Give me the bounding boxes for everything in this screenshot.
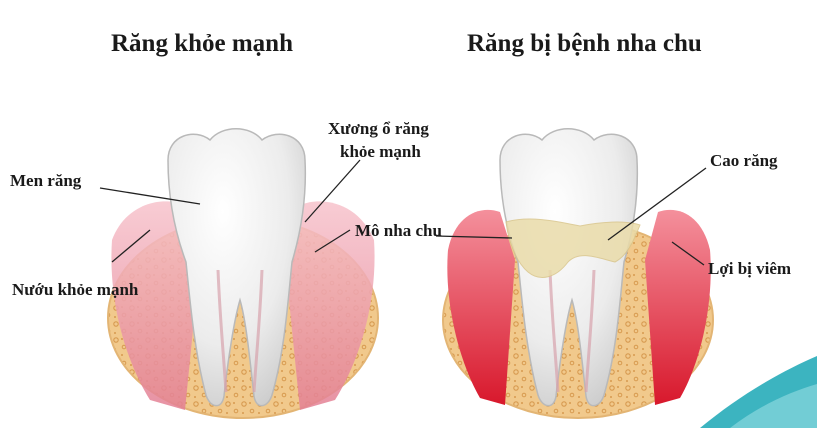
tartar-deposit xyxy=(505,218,641,278)
healthy-bone-label-line2: khỏe mạnh xyxy=(340,142,421,161)
healthy-gum-label: Nướu khỏe mạnh xyxy=(12,280,139,299)
leader-lines xyxy=(99,159,707,266)
left-tartar-leader xyxy=(435,235,513,239)
periodontal-tissue-label: Mô nha chu xyxy=(355,221,442,240)
accent-wave xyxy=(700,356,817,428)
inflamed-gum-left xyxy=(447,209,515,405)
diseased-root-canal xyxy=(548,269,596,393)
inflamed-gum-right xyxy=(645,209,711,405)
gum-leader xyxy=(111,229,151,263)
healthy-tooth-illustration xyxy=(107,128,379,419)
inflamed-gum-label: Lợi bị viêm xyxy=(708,259,792,278)
enamel-leader xyxy=(99,187,201,205)
bone-leader xyxy=(304,159,361,223)
healthy-tooth xyxy=(167,128,307,407)
inflamed-gum-leader xyxy=(671,241,705,266)
healthy-gum-right xyxy=(285,201,375,410)
tartar-label: Cao răng xyxy=(710,151,778,170)
diseased-tooth-illustration xyxy=(442,128,714,419)
healthy-root-canal xyxy=(216,269,264,393)
healthy-bone-label-line1: Xương ổ răng xyxy=(328,119,429,138)
healthy-tooth-title: Răng khỏe mạnh xyxy=(111,30,293,57)
tartar-leader xyxy=(607,167,707,241)
diseased-tooth xyxy=(499,128,639,407)
diseased-tooth-title: Răng bị bệnh nha chu xyxy=(467,30,702,57)
enamel-label: Men răng xyxy=(10,171,82,190)
healthy-gum xyxy=(111,201,200,410)
periodontal-leader xyxy=(314,229,351,253)
